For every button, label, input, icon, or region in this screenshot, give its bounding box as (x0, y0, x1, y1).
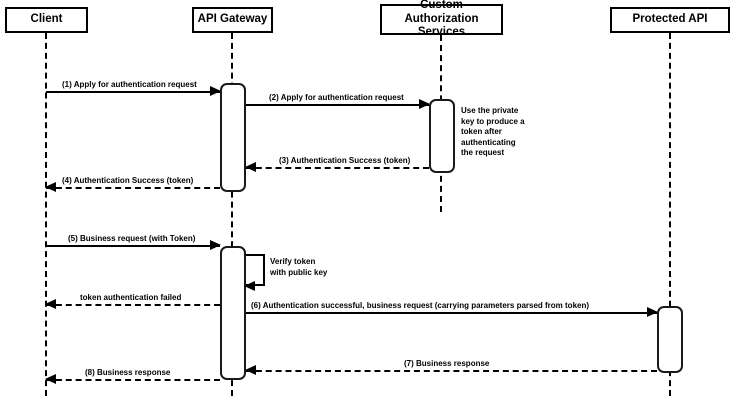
message-label: (5) Business request (with Token) (68, 234, 196, 243)
message-label: (4) Authentication Success (token) (62, 176, 194, 185)
arrowhead-left-icon (45, 299, 56, 309)
participant-label: API Gateway (197, 13, 268, 26)
arrowhead-right-icon (210, 240, 221, 250)
participant-client: Client (5, 7, 88, 33)
message-line (46, 379, 220, 381)
self-message-loop (244, 254, 265, 291)
lifeline-protected-api (669, 33, 671, 396)
participant-protected-api: Protected API (610, 7, 730, 33)
arrowhead-right-icon (210, 86, 221, 96)
lifeline-api-gateway (231, 33, 233, 396)
message-line (246, 167, 429, 169)
message-line (246, 312, 657, 314)
activation-protected-api (657, 306, 683, 373)
self-message-label: Verify token with public key (270, 257, 328, 277)
message-line (246, 370, 657, 372)
message-line (46, 304, 220, 306)
note-private-key: Use the private key to produce a token a… (461, 106, 525, 157)
message-line (246, 104, 429, 106)
participant-label: Custom Authorization Services (404, 0, 479, 39)
participant-api-gateway: API Gateway (192, 7, 273, 33)
message-line (46, 91, 220, 93)
message-label: (6) Authentication successful, business … (251, 301, 590, 310)
arrowhead-left-icon (245, 365, 256, 375)
activation-custom-authorization-services (429, 99, 455, 173)
message-line (46, 245, 220, 247)
participant-label: Protected API (632, 13, 708, 26)
participant-custom-authorization-services: Custom Authorization Services (380, 0, 503, 38)
message-label: (8) Business response (85, 368, 171, 377)
arrowhead-left-icon (45, 374, 56, 384)
message-label: (1) Apply for authentication request (62, 80, 197, 89)
message-label: (2) Apply for authentication request (269, 93, 404, 102)
arrowhead-right-icon (647, 307, 658, 317)
message-label: (3) Authentication Success (token) (279, 156, 411, 165)
message-line (46, 187, 220, 189)
arrowhead-right-icon (419, 99, 430, 109)
message-label: (7) Business response (404, 359, 490, 368)
message-label: token authentication failed (80, 293, 182, 302)
arrowhead-left-icon (244, 281, 255, 291)
participant-label: Client (30, 13, 63, 26)
lifeline-client (45, 33, 47, 396)
activation-api-gateway-2 (220, 246, 246, 380)
arrowhead-left-icon (45, 182, 56, 192)
activation-api-gateway-1 (220, 83, 246, 192)
arrowhead-left-icon (245, 162, 256, 172)
